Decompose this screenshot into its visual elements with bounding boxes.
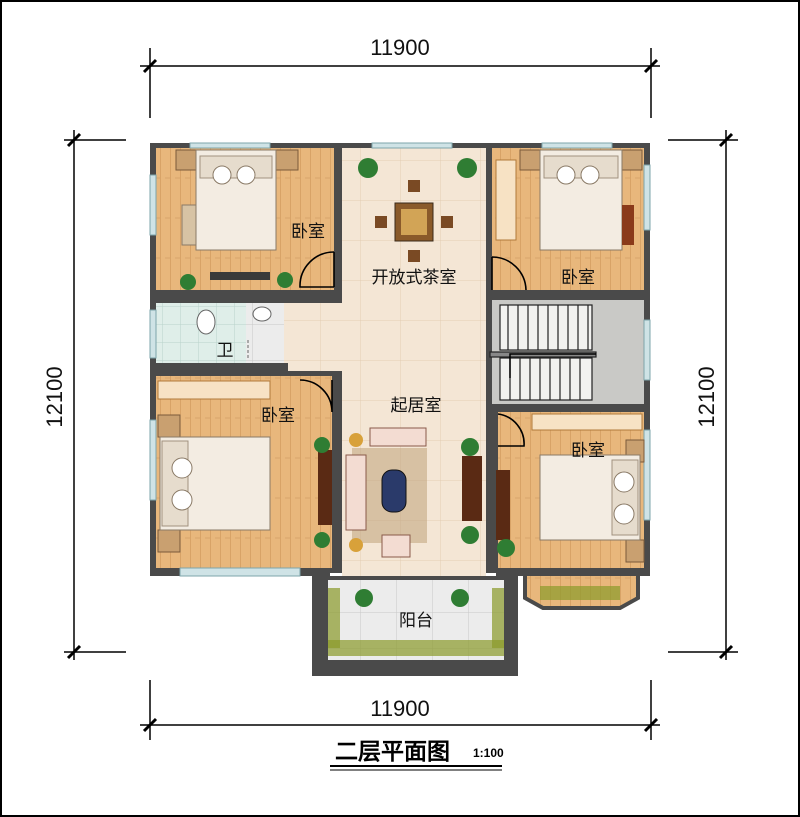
- plan-scale: 1:100: [473, 746, 504, 760]
- dim-left-label: 12100: [42, 366, 67, 427]
- dim-bottom-label: 11900: [370, 696, 430, 721]
- balcony-plants: [328, 586, 620, 656]
- windows: [149, 142, 651, 577]
- dim-right-label: 12100: [694, 366, 719, 427]
- staircase: [489, 304, 597, 401]
- bathroom-fixtures: [196, 306, 272, 360]
- label-bedroom-w: 卧室: [261, 406, 295, 426]
- bed-ne: [495, 149, 643, 251]
- plan-title: 二层平面图: [335, 739, 450, 765]
- bed-e: [496, 413, 645, 563]
- label-living-room: 起居室: [391, 396, 442, 416]
- bed-w: [157, 380, 332, 553]
- dimension-left: [64, 130, 126, 660]
- label-balcony: 阳台: [399, 611, 433, 631]
- dimension-top: [140, 48, 660, 118]
- tea-table: [358, 158, 477, 262]
- dimension-right: [668, 130, 738, 660]
- dim-top-label: 11900: [370, 35, 430, 60]
- bed-nw: [175, 149, 299, 290]
- living-room-furniture: [345, 427, 482, 558]
- label-bedroom-e: 卧室: [571, 441, 605, 461]
- label-bathroom: 卫: [217, 341, 234, 361]
- label-tea-room: 开放式茶室: [372, 268, 457, 288]
- label-bedroom-nw: 卧室: [291, 222, 325, 242]
- dimension-bottom: [140, 680, 660, 740]
- label-bedroom-ne: 卧室: [561, 268, 595, 288]
- doors: [299, 251, 527, 447]
